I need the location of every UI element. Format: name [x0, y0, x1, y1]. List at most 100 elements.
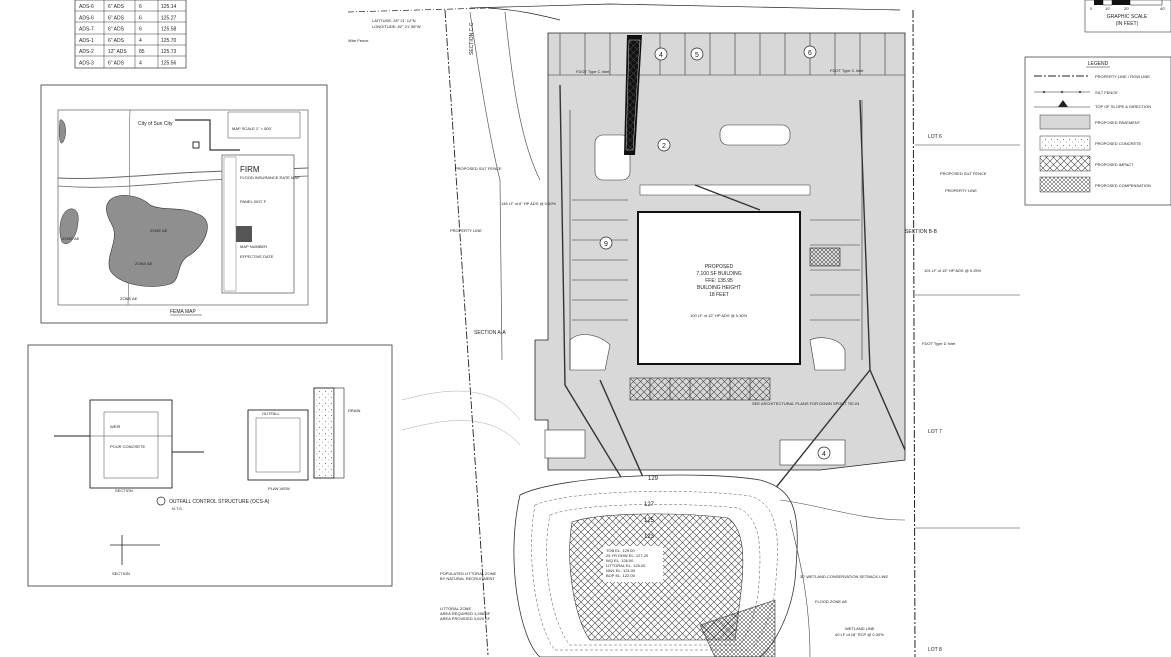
- callout-pipe-3: 101 LF of 15" HP ADS @ 0.25%: [924, 268, 982, 273]
- detail-note-drain: DRAIN: [348, 408, 361, 413]
- fema-city-label: City of Sun City: [138, 121, 173, 127]
- pipe-table-cell: 6: [139, 4, 142, 10]
- property-line-west: [347, 7, 489, 13]
- pipe-table-cell: 125.27: [161, 15, 177, 21]
- scale-tick-2: 20': [1124, 6, 1129, 11]
- stall-number-3: 6: [808, 50, 812, 57]
- pipe-table-cell: 12" ADS: [108, 49, 127, 55]
- detail-note-pour: POUR CONCRETE: [110, 444, 145, 449]
- parking-stalls-west: [569, 110, 628, 370]
- stall-number-4: 2: [662, 143, 666, 150]
- callout-flood-zone: FLOOD ZONE AE: [815, 599, 848, 604]
- pipe-table-cell: 6: [139, 15, 142, 21]
- graphic-scale: 0 10' 20' 40' GRAPHIC SCALE (IN FEET): [1084, 0, 1171, 33]
- legend-item-4: PROPOSED PAVEMENT: [1095, 120, 1141, 125]
- pipe-table-cell: 4: [139, 38, 142, 44]
- pipe-table-cell: ADS-7: [79, 27, 94, 33]
- firm-panel: PANEL 0037 F: [240, 199, 267, 204]
- parking-stalls-north: [548, 33, 905, 76]
- stormwater-pond: 129 127 125 123 TOB EL. 129.00 25 YR DHW…: [440, 474, 798, 657]
- building-line-1: PROPOSED: [705, 264, 734, 270]
- lot-label-8: LOT 8: [928, 647, 942, 653]
- pipe-table-cell: 6" ADS: [108, 15, 125, 21]
- section-label-a: SECTION A-A: [474, 330, 506, 336]
- callout-arch-plans: SEE ARCHITECTURAL PLANS FOR DOWN SPOUT T…: [752, 401, 859, 406]
- callout-property-line-e: PROPERTY LINE: [945, 188, 977, 193]
- firm-title: FIRM: [240, 165, 260, 174]
- parking-stalls-south: [629, 377, 771, 401]
- pond-elevation-note: TOB EL. 129.00 25 YR DHW EL. 127.20 WQ E…: [603, 546, 663, 582]
- scale-unit: (IN FEET): [1116, 21, 1139, 27]
- pipe-table-cell: ADS-1: [79, 38, 94, 44]
- firm-map-number: MAP NUMBER: [240, 244, 267, 249]
- callout-inlet-1: FDOT Type C Inlet: [576, 69, 610, 74]
- zone-label-1: ZONE AE: [62, 236, 80, 241]
- legend-item-2: SILT FENCE: [1095, 90, 1118, 95]
- legend-item-7: PROPOSED COMPENSATION: [1095, 183, 1151, 188]
- zone-label-3: ZONE AE: [135, 261, 153, 266]
- building-line-5: 18 FEET: [709, 292, 729, 298]
- pond-contour-129: 129: [648, 476, 659, 482]
- callout-pipe-1: 146 LF of 6" HP ADS @ 0.60%: [501, 201, 556, 206]
- pond-contour-125: 125: [644, 518, 655, 524]
- callout-inlet-2: FDOT Type C Inlet: [830, 68, 864, 73]
- firm-effective-date: EFFECTIVE DATE: [240, 254, 274, 259]
- wetland-compensation: [699, 599, 776, 657]
- fema-map-scale: MAP SCALE 1" = 500': [232, 126, 272, 131]
- building-line-4: BUILDING HEIGHT: [697, 285, 741, 291]
- scale-tick-0: 0: [1090, 6, 1093, 11]
- scale-tick-3: 40': [1160, 6, 1165, 11]
- pond-note-5: NWL EL. 124.00: [606, 568, 636, 573]
- pond-note-3: WQ EL. 126.00: [606, 558, 634, 563]
- firm-subtitle: FLOOD INSURANCE RATE MAP: [240, 175, 300, 180]
- callout-silt-fence-e: PROPOSED SILT FENCE: [940, 171, 987, 176]
- building-line-2: 7,100 SF BUILDING: [696, 271, 741, 277]
- legend: LEGEND PROPERTY LINE / ROW LINE SILT FEN…: [1024, 56, 1171, 206]
- pond-note-2: 25 YR DHW EL. 127.20: [606, 553, 649, 558]
- detail-note-outfall: OUTFALL: [262, 411, 281, 416]
- detail-subtitle: N.T.S.: [172, 506, 183, 511]
- pipe-table-cell: 85: [139, 49, 145, 55]
- callout-wire-fence: Wire Fence: [348, 38, 369, 43]
- pipe-table-cell: 125.73: [161, 49, 177, 55]
- pond-note-6: BOP EL. 122.00: [606, 573, 636, 578]
- stall-number-2: 5: [695, 52, 699, 59]
- stall-number-markers: 4 5 6 2 9 4: [599, 45, 831, 460]
- lot-label-6: LOT 6: [928, 134, 942, 140]
- legend-title: LEGEND: [1088, 61, 1109, 67]
- detail-section-label-3: SECTION: [112, 571, 130, 576]
- pipe-table-cell: 125.58: [161, 27, 177, 33]
- pond-contour-127: 127: [644, 502, 655, 508]
- building-line-3: FFE: 135.95: [705, 278, 733, 284]
- pipe-table-cell: ADS-2: [79, 49, 94, 55]
- pipe-table-cell: 125.70: [161, 38, 177, 44]
- stall-number-6: 4: [822, 451, 826, 458]
- callout-inlet-3: FDOT Type D Inlet: [922, 341, 956, 346]
- pipe-table-cell: 6" ADS: [108, 38, 125, 44]
- pipe-table-cell: 125.14: [161, 4, 177, 10]
- site-plan: PROPOSED 7,100 SF BUILDING FFE: 135.95 B…: [347, 3, 1020, 657]
- building: [637, 211, 801, 365]
- lot-label-7: LOT 7: [928, 429, 942, 435]
- area-note-2: AREA REQUIRED 1,256 SF: [440, 611, 491, 616]
- pond-contour-123: 123: [644, 534, 655, 540]
- area-note-3: AREA PROVIDED 3,025 SF: [440, 616, 491, 621]
- legend-item-1: PROPERTY LINE / ROW LINE: [1095, 74, 1150, 79]
- outfall-detail-panel: WEIR POUR CONCRETE SECTION OUTFALL PLAN …: [27, 344, 393, 587]
- pipe-table-cell: 6: [139, 27, 142, 33]
- pipe-table-cell: 6" ADS: [108, 61, 125, 67]
- detail-title: OUTFALL CONTROL STRUCTURE (OCS-A): [169, 499, 270, 505]
- littoral-note-2: BY NATURAL RECRUITMENT: [440, 576, 495, 581]
- callout-conservation: 30' WETLAND CONSERVATION SETBACK LINE: [800, 574, 888, 579]
- callout-latitude: LATITUDE: 28° 21' 12"N: [372, 18, 416, 23]
- pipe-table-cell: 6" ADS: [108, 4, 125, 10]
- access-aisle: [809, 247, 841, 267]
- pond-note-4: LITTORAL EL. 125.00: [606, 563, 646, 568]
- area-note-1: LITTORAL ZONE: [440, 606, 471, 611]
- callout-wetland-line: WETLAND LINE: [845, 626, 875, 631]
- stall-number-5: 9: [604, 241, 608, 248]
- pipe-table-cell: ADS-6: [79, 4, 94, 10]
- legend-item-3: TOP OF SLOPE & DIRECTION: [1095, 104, 1151, 109]
- zone-label-4: ZONE AE: [120, 296, 138, 301]
